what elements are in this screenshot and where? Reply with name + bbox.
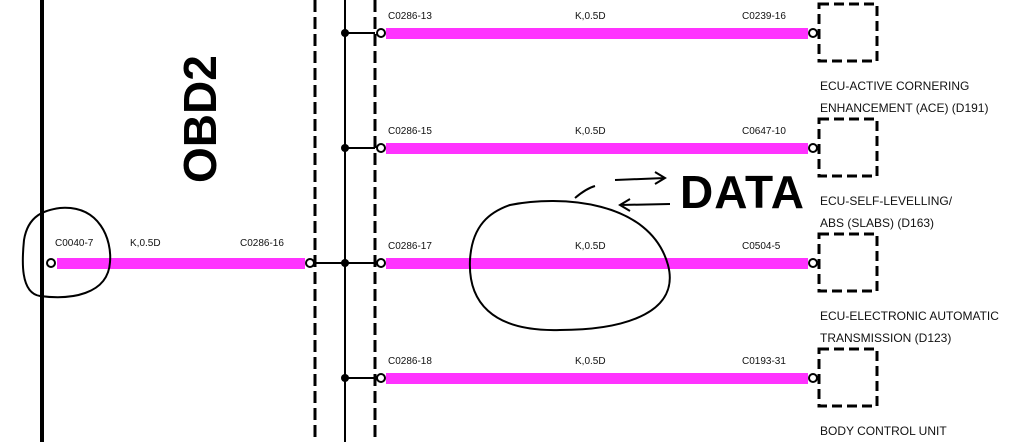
obd2-title: OBD2: [174, 55, 226, 183]
wire-to-label: C0647-10: [742, 126, 786, 137]
wire-from-label: C0286-18: [388, 356, 432, 367]
wire-from-label: C0286-13: [388, 11, 432, 22]
ecu-label: ECU-ELECTRONIC AUTOMATIC TRANSMISSION (D1…: [820, 305, 999, 349]
ecu-label: ECU-ACTIVE CORNERING ENHANCEMENT (ACE) (D…: [820, 75, 988, 119]
wire-spec-label: K,0.5D: [575, 126, 606, 137]
wire-spec-label: K,0.5D: [575, 11, 606, 22]
ecu-box: [817, 2, 879, 63]
data-wire-row: [341, 2, 879, 63]
data-wire-row: [341, 347, 879, 408]
connector-c0286-outline: [313, 0, 377, 442]
wire-from-label: C0286-17: [388, 241, 432, 252]
wire-to-label: C0239-16: [742, 11, 786, 22]
arrow-left-icon: [618, 198, 671, 212]
ecu-label: BODY CONTROL UNIT: [820, 420, 947, 442]
ecu-label: ECU-SELF-LEVELLING/ABS (SLABS) (D163): [820, 190, 952, 234]
wire-to-label: C0193-31: [742, 356, 786, 367]
ecu-label-line1: ECU-SELF-LEVELLING/: [820, 194, 953, 208]
wire-spec-label: K,0.5D: [575, 241, 606, 252]
wire-to-label: C0504-5: [742, 241, 781, 252]
data-wire-row: [341, 232, 879, 293]
wire-from-label: C0040-7: [55, 238, 94, 249]
ecu-box: [817, 117, 879, 178]
ecu-label-line1: ECU-ELECTRONIC AUTOMATIC: [820, 309, 999, 323]
ecu-box: [817, 232, 879, 293]
wire-to-label: C0286-16: [240, 238, 284, 249]
wire-spec-label: K,0.5D: [575, 356, 606, 367]
left-wire: [46, 258, 345, 269]
hand-drawn-annotations: [21, 171, 671, 332]
ecu-box: [817, 347, 879, 408]
ecu-label-line1: BODY CONTROL UNIT: [820, 424, 947, 438]
wire-spec-label: K,0.5D: [130, 238, 161, 249]
ecu-label-line1: ECU-ACTIVE CORNERING: [820, 79, 970, 93]
wire-from-label: C0286-15: [388, 126, 432, 137]
ecu-label-line2: ENHANCEMENT (ACE) (D191): [820, 101, 989, 115]
ecu-label-line2: ABS (SLABS) (D163): [820, 216, 935, 230]
ecu-label-line2: TRANSMISSION (D123): [820, 331, 952, 345]
data-annotation: DATA: [680, 166, 805, 218]
data-wire-row: [341, 117, 879, 178]
arrow-right-icon: [614, 171, 667, 185]
